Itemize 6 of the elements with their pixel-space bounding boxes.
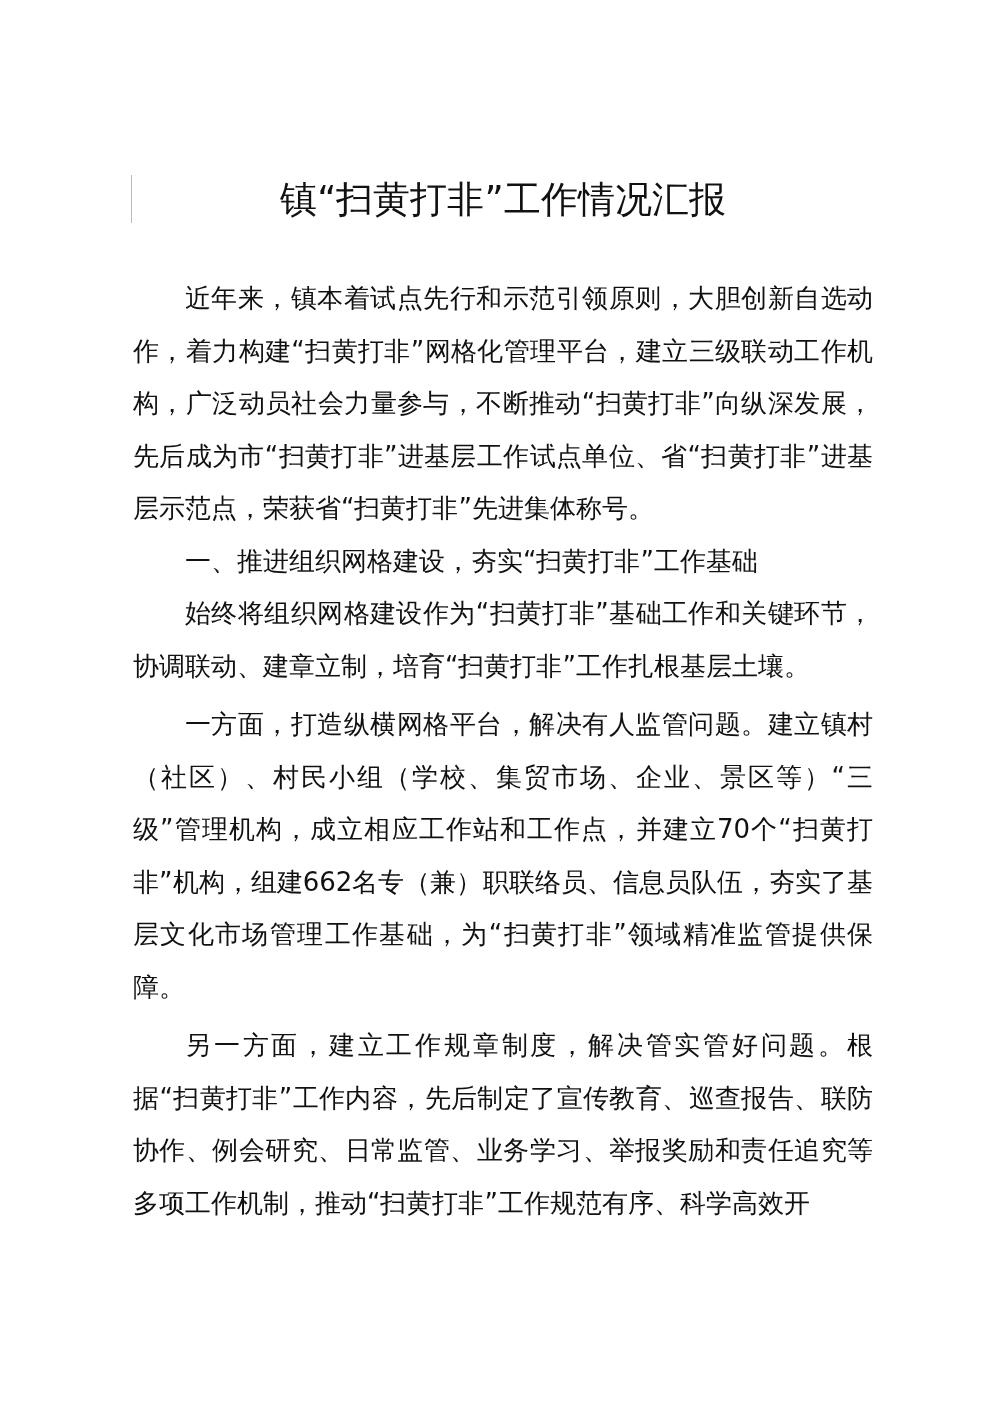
document-title: 镇“扫黄打非”工作情况汇报: [279, 177, 727, 223]
section-heading: 一、推进组织网格建设，夯实“扫黄打非”工作基础: [184, 544, 759, 578]
body-paragraph: 近年来，镇本着试点先行和示范引领原则，大胆创新自选动作，着力构建“扫黄打非”网格化管理平台，建立三级联动工作机构，广泛动员社会力量参与，不断推动“扫黄打非”向纵深发展，先后成为市“扫黄打非”进基层工作试点单位、省“扫黄打非”进基层示范点，荣获省“扫黄打非”先进集体称号。: [133, 282, 873, 525]
body-paragraph: 始终将组织网格建设作为“扫黄打非”基础工作和关键环节，协调联动、建章立制，培育“扫黄打非”工作扎根基层土壤。: [133, 597, 873, 683]
body-paragraph: 一方面，打造纵横网格平台，解决有人监管问题。建立镇村（社区）、村民小组（学校、集贸市场、企业、景区等）“三级”管理机构，成立相应工作站和工作点，并建立70个“扫黄打非”机构，组建662名专（兼）职联络员、信息员队伍，夯实了基层文化市场管理工作基础，为“扫黄打非”领域精准监管提供保障。: [133, 708, 873, 1004]
body-paragraph: 另一方面，建立工作规章制度，解决管实管好问题。根据“扫黄打非”工作内容，先后制定了宣传教育、巡查报告、联防协作、例会研究、日常监管、业务学习、举报奖励和责任追究等多项工作机制，推动“扫黄打非”工作规范有序、科学高效开: [133, 1029, 873, 1220]
